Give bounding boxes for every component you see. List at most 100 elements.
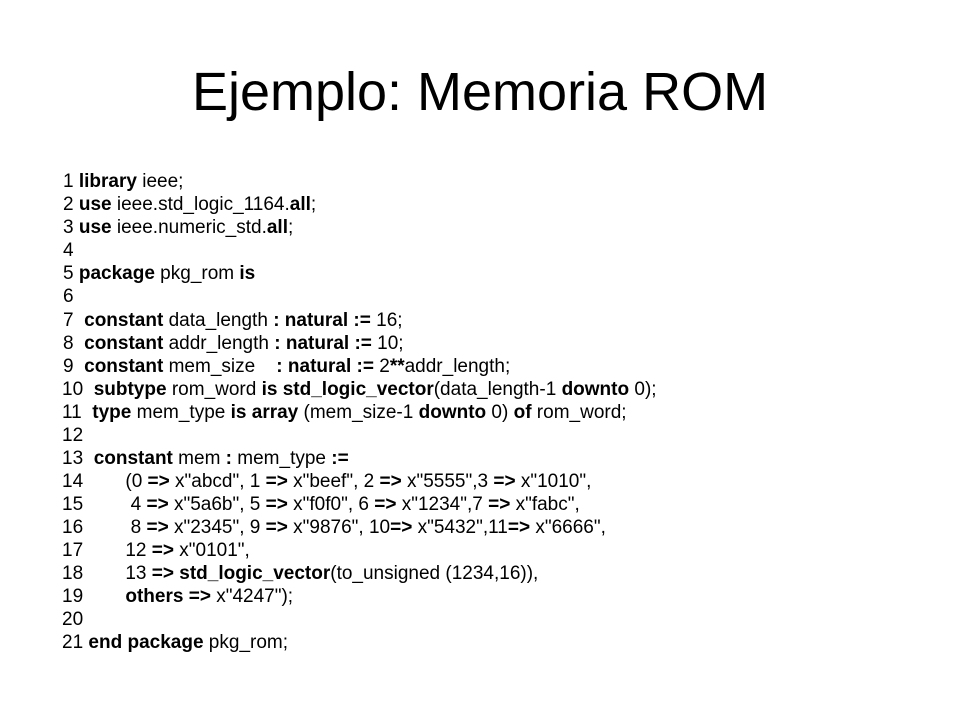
code-text: 8	[63, 333, 85, 354]
code-text: 15 4	[62, 494, 147, 515]
code-keyword: =>	[390, 517, 413, 538]
code-text: ieee;	[136, 171, 184, 192]
code-keyword: subtype	[93, 379, 167, 400]
code-line-21: 21 end package pkg_rom;	[62, 631, 288, 654]
code-text: 19	[62, 586, 126, 607]
code-keyword: =>	[151, 540, 174, 561]
code-text: x"fabc",	[510, 494, 580, 515]
code-keyword: downto	[561, 379, 630, 400]
code-text: 20	[62, 609, 84, 630]
code-text: x"1010",	[515, 471, 592, 492]
code-keyword: type	[92, 402, 132, 423]
code-line-20: 20	[62, 608, 83, 631]
code-text: ieee.numeric_std.	[111, 217, 267, 238]
code-line-12: 12	[62, 424, 83, 447]
code-text: (data_length-1	[433, 379, 562, 400]
code-line-19: 19 others => x"4247");	[62, 585, 293, 608]
code-keyword: =>	[379, 471, 402, 492]
code-text: (to_unsigned (1234,16)),	[330, 563, 539, 584]
code-keyword: constant	[93, 448, 173, 469]
code-text: x"5a6b", 5	[168, 494, 266, 515]
code-text: 14 (0	[62, 471, 148, 492]
code-text: x"9876", 10	[287, 517, 391, 538]
code-keyword: =>	[146, 517, 169, 538]
code-keyword: constant	[84, 333, 164, 354]
code-keyword: is	[239, 263, 256, 284]
code-text: ;	[310, 194, 317, 215]
code-text: 21	[62, 632, 89, 653]
code-keyword: of	[513, 402, 532, 423]
code-keyword: constant	[84, 310, 164, 331]
code-line-5: 5 package pkg_rom is	[63, 262, 255, 285]
code-text: rom_word;	[531, 402, 627, 423]
code-line-3: 3 use ieee.numeric_std.all;	[63, 216, 293, 239]
code-text: 5	[63, 263, 79, 284]
code-text: 13	[62, 448, 94, 469]
code-line-15: 15 4 => x"5a6b", 5 => x"f0f0", 6 => x"12…	[62, 493, 580, 516]
code-text: rom_word	[166, 379, 262, 400]
code-keyword: =>	[507, 517, 531, 538]
code-line-10: 10 subtype rom_word is std_logic_vector(…	[62, 378, 657, 401]
code-keyword: =>	[374, 494, 397, 515]
code-keyword: : natural :=	[273, 310, 371, 331]
code-line-11: 11 type mem_type is array (mem_size-1 do…	[62, 401, 627, 424]
code-text: mem	[172, 448, 226, 469]
code-text: x"1234",7	[396, 494, 489, 515]
code-text: pkg_rom	[154, 263, 240, 284]
code-keyword: use	[78, 217, 112, 238]
code-keyword: end package	[88, 632, 204, 653]
code-line-13: 13 constant mem : mem_type :=	[62, 447, 349, 470]
code-text: 1	[63, 171, 79, 192]
code-line-18: 18 13 => std_logic_vector(to_unsigned (1…	[62, 562, 538, 585]
code-keyword: downto	[418, 402, 487, 423]
code-text: 16 8	[62, 517, 147, 538]
code-text: x"5432",11	[412, 517, 508, 538]
code-text: addr_length;	[404, 356, 511, 377]
code-line-4: 4	[63, 239, 74, 262]
code-text: x"4247");	[210, 586, 294, 607]
code-line-8: 8 constant addr_length : natural := 10;	[63, 332, 404, 355]
code-text: addr_length	[163, 333, 275, 354]
code-text: x"0101",	[173, 540, 250, 561]
code-keyword: =>	[265, 471, 288, 492]
code-keyword: package	[78, 263, 155, 284]
code-text: ieee.std_logic_1164.	[111, 194, 290, 215]
code-line-14: 14 (0 => x"abcd", 1 => x"beef", 2 => x"5…	[62, 470, 591, 493]
code-text: 3	[63, 217, 79, 238]
code-keyword: is	[261, 379, 278, 400]
code-keyword: =>	[488, 494, 511, 515]
code-keyword: library	[78, 171, 137, 192]
code-keyword: =>	[147, 471, 170, 492]
code-keyword: **	[389, 356, 405, 377]
code-text: mem_type	[232, 448, 332, 469]
code-text: 4	[63, 240, 74, 261]
code-text: mem_size	[163, 356, 277, 377]
code-keyword: std_logic_vector	[282, 379, 434, 400]
code-text: pkg_rom;	[203, 632, 289, 653]
code-keyword: all	[289, 194, 311, 215]
code-line-2: 2 use ieee.std_logic_1164.all;	[63, 193, 316, 216]
code-text: 18 13	[62, 563, 152, 584]
code-text: 0)	[486, 402, 514, 423]
code-keyword: :=	[331, 448, 349, 469]
code-line-17: 17 12 => x"0101",	[62, 539, 250, 562]
code-line-6: 6	[63, 285, 74, 308]
code-text: 12	[62, 425, 84, 446]
code-text: x"beef", 2	[287, 471, 380, 492]
code-keyword: :	[225, 448, 232, 469]
code-text: 17 12	[62, 540, 152, 561]
code-text: 2	[63, 194, 79, 215]
code-text: 7	[63, 310, 85, 331]
code-keyword: => std_logic_vector	[151, 563, 331, 584]
code-text: 10	[62, 379, 94, 400]
code-keyword: all	[266, 217, 288, 238]
code-text: 16;	[370, 310, 403, 331]
code-keyword: constant	[84, 356, 164, 377]
code-keyword: =>	[265, 517, 288, 538]
code-text: ;	[287, 217, 294, 238]
code-text: data_length	[163, 310, 274, 331]
code-text: 6	[63, 286, 74, 307]
code-line-9: 9 constant mem_size : natural := 2**addr…	[63, 355, 510, 378]
code-text: 2	[373, 356, 390, 377]
code-text: 9	[63, 356, 85, 377]
